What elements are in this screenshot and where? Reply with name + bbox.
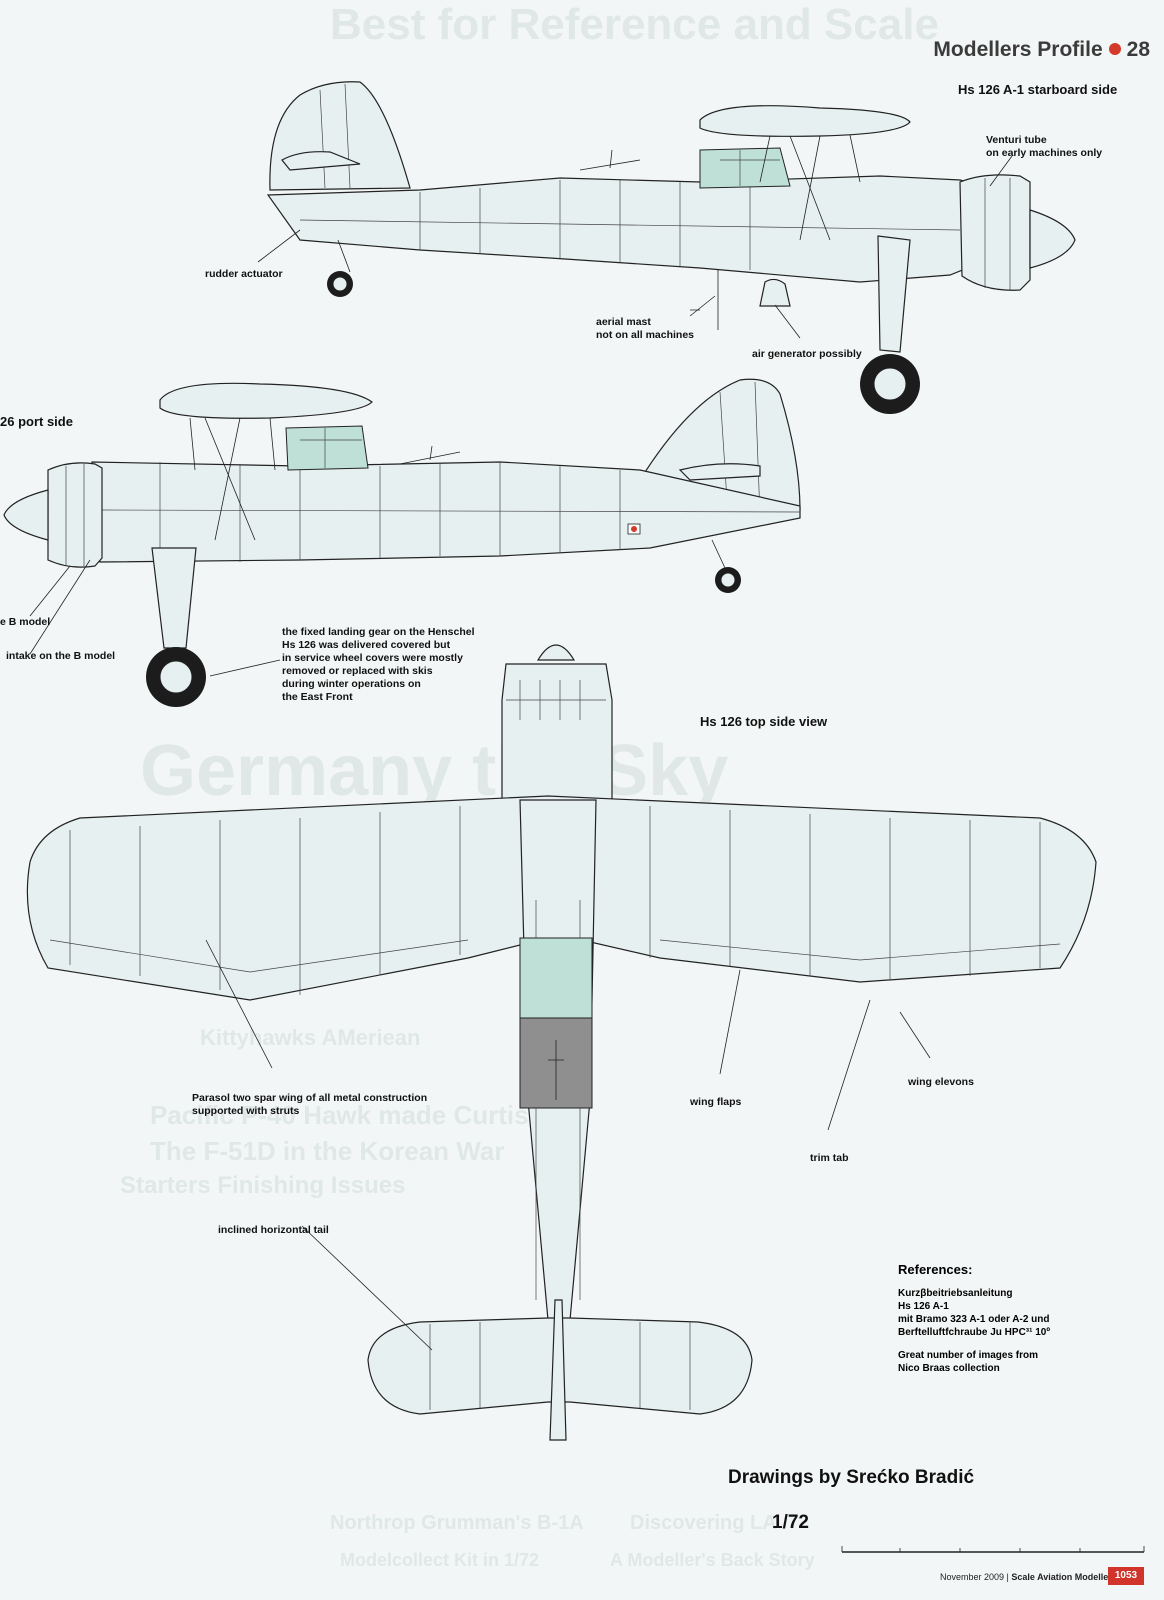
port-view-title: 26 port side <box>0 414 73 429</box>
bullet-dot-icon <box>1108 43 1121 56</box>
callout-gear-line-4: removed or replaced with skis <box>282 665 433 677</box>
callout-gear-line-5: during winter operations on <box>282 678 421 690</box>
callout-parasol-wing: Parasol two spar wing of all metal const… <box>192 1092 427 1118</box>
references-list: Kurzβbeitriebsanleitung Hs 126 A-1 mit B… <box>898 1287 1138 1339</box>
callout-aerial-line-1: aerial mast <box>596 316 651 328</box>
callout-intake: intake on the B model <box>6 650 116 662</box>
callout-aerial-line-2: not on all machines <box>596 329 695 341</box>
starboard-view-title: Hs 126 A-1 starboard side <box>958 82 1118 97</box>
callout-b-model: e B model <box>0 616 51 628</box>
ghost-bottom-3: Modelcollect Kit in 1/72 <box>340 1550 540 1570</box>
callout-air-generator: air generator possibly <box>752 348 862 360</box>
callout-wing-elevons: wing elevons <box>908 1076 974 1088</box>
references-heading: References: <box>898 1262 973 1277</box>
top-side-view <box>26 644 1097 1441</box>
scale-label: 1/72 <box>772 1512 809 1533</box>
reference-line-4: Berftelluftfchraube Ju HPC³¹ 10º <box>898 1327 1051 1338</box>
ghost-korea: The F-51D in the Korean War <box>150 1136 505 1166</box>
references-note: Great number of images from Nico Braas c… <box>898 1349 1138 1375</box>
callout-horizontal-tail: inclined horizontal tail <box>218 1224 329 1236</box>
reference-line-1: Kurzβbeitriebsanleitung <box>898 1288 1013 1299</box>
reference-line-3: mit Bramo 323 A-1 oder A-2 und <box>898 1314 1050 1325</box>
top-view-title: Hs 126 top side view <box>700 714 828 729</box>
callout-gear-line-2: Hs 126 was delivered covered but <box>282 639 451 651</box>
ghost-bottom-2: Discovering LA <box>630 1512 777 1534</box>
callout-gear-line-3: in service wheel covers were mostly <box>282 652 463 664</box>
callout-venturi-line-2: on early machines only <box>986 147 1103 159</box>
footer-magazine: Scale Aviation Modeller <box>1011 1572 1112 1582</box>
scale-bar <box>841 1546 1145 1553</box>
starboard-side-view <box>257 81 1076 414</box>
callout-gear-line-6: the East Front <box>282 691 353 703</box>
callout-landing-gear: the fixed landing gear on the Henschel H… <box>282 626 475 704</box>
footer-date: November 2009 <box>940 1572 1005 1582</box>
section-title: Modellers Profile <box>933 38 1103 61</box>
section-number: 28 <box>1126 38 1150 61</box>
callout-aerial: aerial mast not on all machines <box>596 316 694 342</box>
ghost-issues: Starters Finishing Issues <box>120 1172 406 1199</box>
note-line-2: Nico Braas collection <box>898 1363 1000 1374</box>
ghost-germany: Germany the Sky <box>140 731 729 811</box>
port-side-view <box>3 378 801 707</box>
callout-parasol-line-2: supported with struts <box>192 1105 300 1117</box>
callout-venturi: Venturi tube on early machines only <box>986 134 1102 160</box>
callout-parasol-line-1: Parasol two spar wing of all metal const… <box>192 1092 428 1104</box>
ghost-kitty: Kittyhawks AMeriean <box>200 1025 421 1050</box>
reference-line-2: Hs 126 A-1 <box>898 1301 949 1312</box>
ghost-hawk: Pacific P-40 Hawk made Curtiss <box>150 1100 544 1130</box>
callout-wing-flaps: wing flaps <box>690 1096 742 1108</box>
callout-rudder: rudder actuator <box>205 268 283 280</box>
ghost-bottom-4: A Modeller's Back Story <box>610 1550 815 1570</box>
ghost-bottom-1: Northrop Grumman's B-1A <box>330 1512 584 1534</box>
ghost-top-banner: Best for Reference and Scale <box>330 0 939 49</box>
page-header: Modellers Profile 28 <box>933 38 1150 62</box>
page-footer: November 2009 | Scale Aviation Modeller <box>940 1572 1112 1582</box>
page-number-badge: 1053 <box>1108 1567 1144 1585</box>
note-line-1: Great number of images from <box>898 1350 1039 1361</box>
references-box: References: Kurzβbeitriebsanleitung Hs 1… <box>898 1262 1138 1385</box>
drawing-credit: Drawings by Srećko Bradić <box>728 1467 975 1488</box>
callout-trim-tab: trim tab <box>810 1152 849 1164</box>
callout-venturi-line-1: Venturi tube <box>986 134 1047 146</box>
callout-gear-line-1: the fixed landing gear on the Henschel <box>282 626 475 638</box>
